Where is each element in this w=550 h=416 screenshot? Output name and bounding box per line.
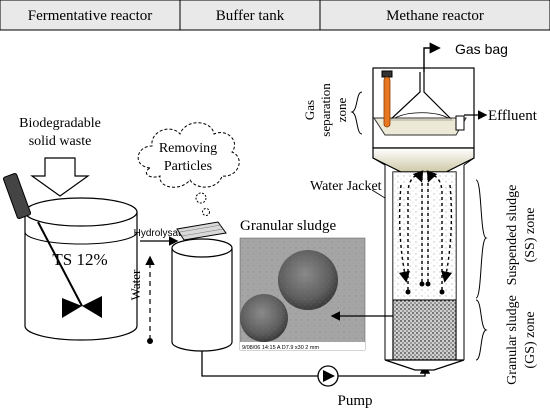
micrograph-caption: 9/08/06 14:15 A D7.9 x30 2 mm bbox=[242, 345, 319, 351]
removing-particles-cloud: Removing Particles bbox=[137, 122, 240, 216]
hydrolysate-label: Hydrolysate bbox=[134, 228, 187, 239]
header-stage1-label: Fermentative reactor bbox=[28, 8, 153, 24]
ts-label: TS 12% bbox=[52, 250, 107, 269]
gas-sep-label-line3: zone bbox=[334, 98, 349, 123]
gas-sep-bracket bbox=[350, 91, 363, 135]
feed-label-line2: solid waste bbox=[29, 134, 92, 149]
header-band: Fermentative reactor Buffer tank Methane… bbox=[0, 0, 550, 31]
ss-zone-brace bbox=[475, 179, 488, 299]
header-stage2-label: Buffer tank bbox=[216, 8, 285, 24]
fermentative-reactor: TS 12% bbox=[2, 172, 138, 341]
gs-zone-label-line2: (GS) zone bbox=[523, 311, 538, 368]
gas-outlet-arrow bbox=[423, 42, 441, 72]
feed-label-line1: Biodegradable bbox=[19, 116, 101, 131]
probe-icon bbox=[383, 76, 391, 128]
gas-bag-label: Gas bag bbox=[455, 41, 508, 57]
water-label: Water bbox=[128, 269, 143, 300]
feed-arrow-icon bbox=[30, 157, 90, 197]
header-stage2-box bbox=[179, 0, 321, 31]
stirrer-shaft bbox=[37, 221, 83, 307]
granular-sludge-title: Granular sludge bbox=[240, 218, 337, 234]
impeller-blade-left bbox=[62, 298, 82, 318]
removing-label-line1: Removing bbox=[159, 141, 217, 156]
gs-zone-fill bbox=[392, 299, 457, 361]
header-stage3-label: Methane reactor bbox=[386, 8, 484, 24]
gas-sep-label-line1: Gas bbox=[302, 100, 317, 120]
gs-zone-label-line1: Granular sludge bbox=[505, 295, 520, 385]
gs-zone-brace bbox=[475, 299, 488, 361]
pump-label: Pump bbox=[337, 393, 372, 409]
gas-sep-label-line2: separation bbox=[318, 83, 333, 137]
methane-reactor bbox=[372, 42, 488, 371]
water-jacket-label: Water Jacket bbox=[310, 179, 382, 194]
feed-pipe bbox=[201, 351, 318, 377]
pump-icon bbox=[317, 365, 339, 387]
removing-label-line2: Particles bbox=[164, 159, 212, 174]
impeller-blade-right bbox=[82, 296, 102, 318]
header-stage3-box bbox=[319, 0, 550, 31]
motor-icon bbox=[2, 172, 32, 220]
sem-micrograph: 9/08/06 14:15 A D7.9 x30 2 mm bbox=[239, 237, 366, 351]
buffer-tank bbox=[171, 238, 233, 352]
effluent-label: Effluent bbox=[488, 108, 538, 124]
ss-zone-label-line2: (SS) zone bbox=[523, 208, 538, 263]
ss-zone-label-line1: Suspended sludge bbox=[505, 185, 520, 286]
